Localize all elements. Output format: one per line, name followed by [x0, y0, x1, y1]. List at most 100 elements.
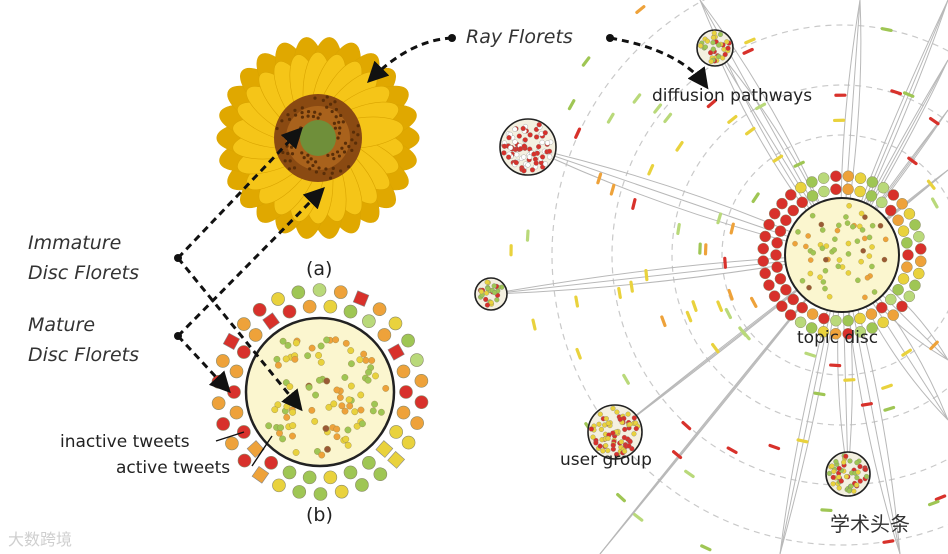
- topic-floret: [830, 315, 841, 326]
- topic-floret: [788, 294, 799, 305]
- seed-dot: [331, 172, 334, 175]
- topic-tweet-dot: [820, 246, 825, 251]
- tweet-dot: [334, 433, 340, 439]
- tweet-dot: [324, 378, 330, 384]
- seed-dot: [288, 167, 291, 170]
- topic-floret: [888, 190, 899, 201]
- topic-tweet-dot: [836, 264, 841, 269]
- tweet-dot: [383, 385, 389, 391]
- tweet-dot: [287, 383, 293, 389]
- seed-dot: [350, 149, 353, 152]
- disc-floret: [335, 485, 348, 498]
- tweet-dot: [309, 407, 315, 413]
- group-member-dot: [597, 422, 602, 427]
- group-member-dot: [854, 460, 859, 465]
- seed-dot: [329, 103, 332, 106]
- tweet-dot: [272, 406, 278, 412]
- tweet-segment: [753, 194, 758, 201]
- group-member-dot: [626, 412, 631, 417]
- group-member-dot: [521, 155, 526, 160]
- topic-floret: [830, 171, 841, 182]
- seed-dot: [338, 126, 341, 129]
- group-member-dot: [517, 134, 522, 139]
- topic-tweet-dot: [862, 295, 867, 300]
- disc-floret: [344, 466, 357, 479]
- topic-floret: [901, 262, 912, 273]
- topic-tweet-dot: [869, 264, 874, 269]
- seed-dot: [294, 114, 297, 117]
- group-member-dot: [513, 139, 518, 144]
- topic-tweet-dot: [860, 227, 865, 232]
- tweet-segment: [576, 297, 578, 306]
- group-member-dot: [839, 479, 844, 484]
- group-member-dot: [827, 471, 832, 476]
- topic-floret: [855, 313, 866, 324]
- seed-dot: [331, 153, 334, 156]
- topic-floret: [878, 182, 889, 193]
- group-member-dot: [606, 421, 611, 426]
- topic-tweet-dot: [836, 223, 841, 228]
- caption-b: (b): [306, 504, 333, 526]
- topic-floret: [785, 189, 796, 200]
- tweet-dot: [315, 352, 321, 358]
- topic-tweet-dot: [883, 237, 888, 242]
- tweet-dot: [371, 401, 377, 407]
- disc-floret: [228, 386, 241, 399]
- seed-dot: [300, 151, 303, 154]
- topic-floret: [758, 243, 769, 254]
- tweet-dot: [334, 387, 340, 393]
- seed-dot: [311, 164, 314, 167]
- group-member-dot: [534, 161, 539, 166]
- group-member-dot: [831, 469, 836, 474]
- group-member-dot: [864, 474, 869, 479]
- tweet-segment: [533, 320, 535, 329]
- disc-floret: [362, 315, 375, 328]
- mature-label-line1: Mature: [28, 314, 95, 336]
- topic-tweet-dot: [865, 275, 870, 280]
- tweet-dot: [369, 357, 375, 363]
- group-member-dot: [521, 126, 526, 131]
- group-member-dot: [507, 135, 512, 140]
- disc-floret: [410, 354, 423, 367]
- tweet-dot: [289, 409, 295, 415]
- disc-floret: [272, 293, 285, 306]
- tweet-dot: [283, 356, 289, 362]
- topic-floret: [769, 208, 780, 219]
- tweet-dot: [323, 425, 329, 431]
- tweet-segment: [746, 39, 754, 43]
- mature-label-line2: Disc Florets: [28, 344, 139, 366]
- topic-floret: [904, 208, 915, 219]
- group-member-dot: [611, 443, 616, 448]
- topic-floret: [769, 291, 780, 302]
- group-member-dot: [543, 130, 548, 135]
- disc-floret: [314, 487, 327, 500]
- disc-floret: [378, 328, 391, 341]
- disc-floret: [397, 406, 410, 419]
- group-member-dot: [619, 439, 624, 444]
- tweet-segment: [744, 49, 752, 53]
- seed-dot: [286, 152, 289, 155]
- group-member-dot: [863, 467, 868, 472]
- disc-floret: [225, 437, 238, 450]
- topic-tweet-dot: [859, 211, 864, 216]
- topic-tweet-dot: [800, 278, 805, 283]
- disc-floret: [216, 354, 229, 367]
- tweet-dot: [346, 396, 352, 402]
- group-member-dot: [485, 303, 490, 308]
- seed-dot: [335, 115, 338, 118]
- seed-dot: [306, 154, 309, 157]
- topic-floret: [904, 291, 915, 302]
- tweet-dot: [334, 426, 340, 432]
- topic-tweet-dot: [835, 228, 840, 233]
- topic-disc-label: topic disc: [797, 328, 878, 348]
- disc-floret: [253, 303, 266, 316]
- arrow-mature-to-flower: [178, 190, 322, 336]
- disc-floret: [292, 286, 305, 299]
- seed-dot: [337, 121, 340, 124]
- group-member-dot: [622, 435, 627, 440]
- seed-dot: [344, 142, 347, 145]
- ray-florets-label: Ray Florets: [466, 26, 573, 48]
- disc-floret: [373, 303, 386, 316]
- group-member-dot: [514, 152, 519, 157]
- watermark-right: 学术头条: [830, 508, 910, 537]
